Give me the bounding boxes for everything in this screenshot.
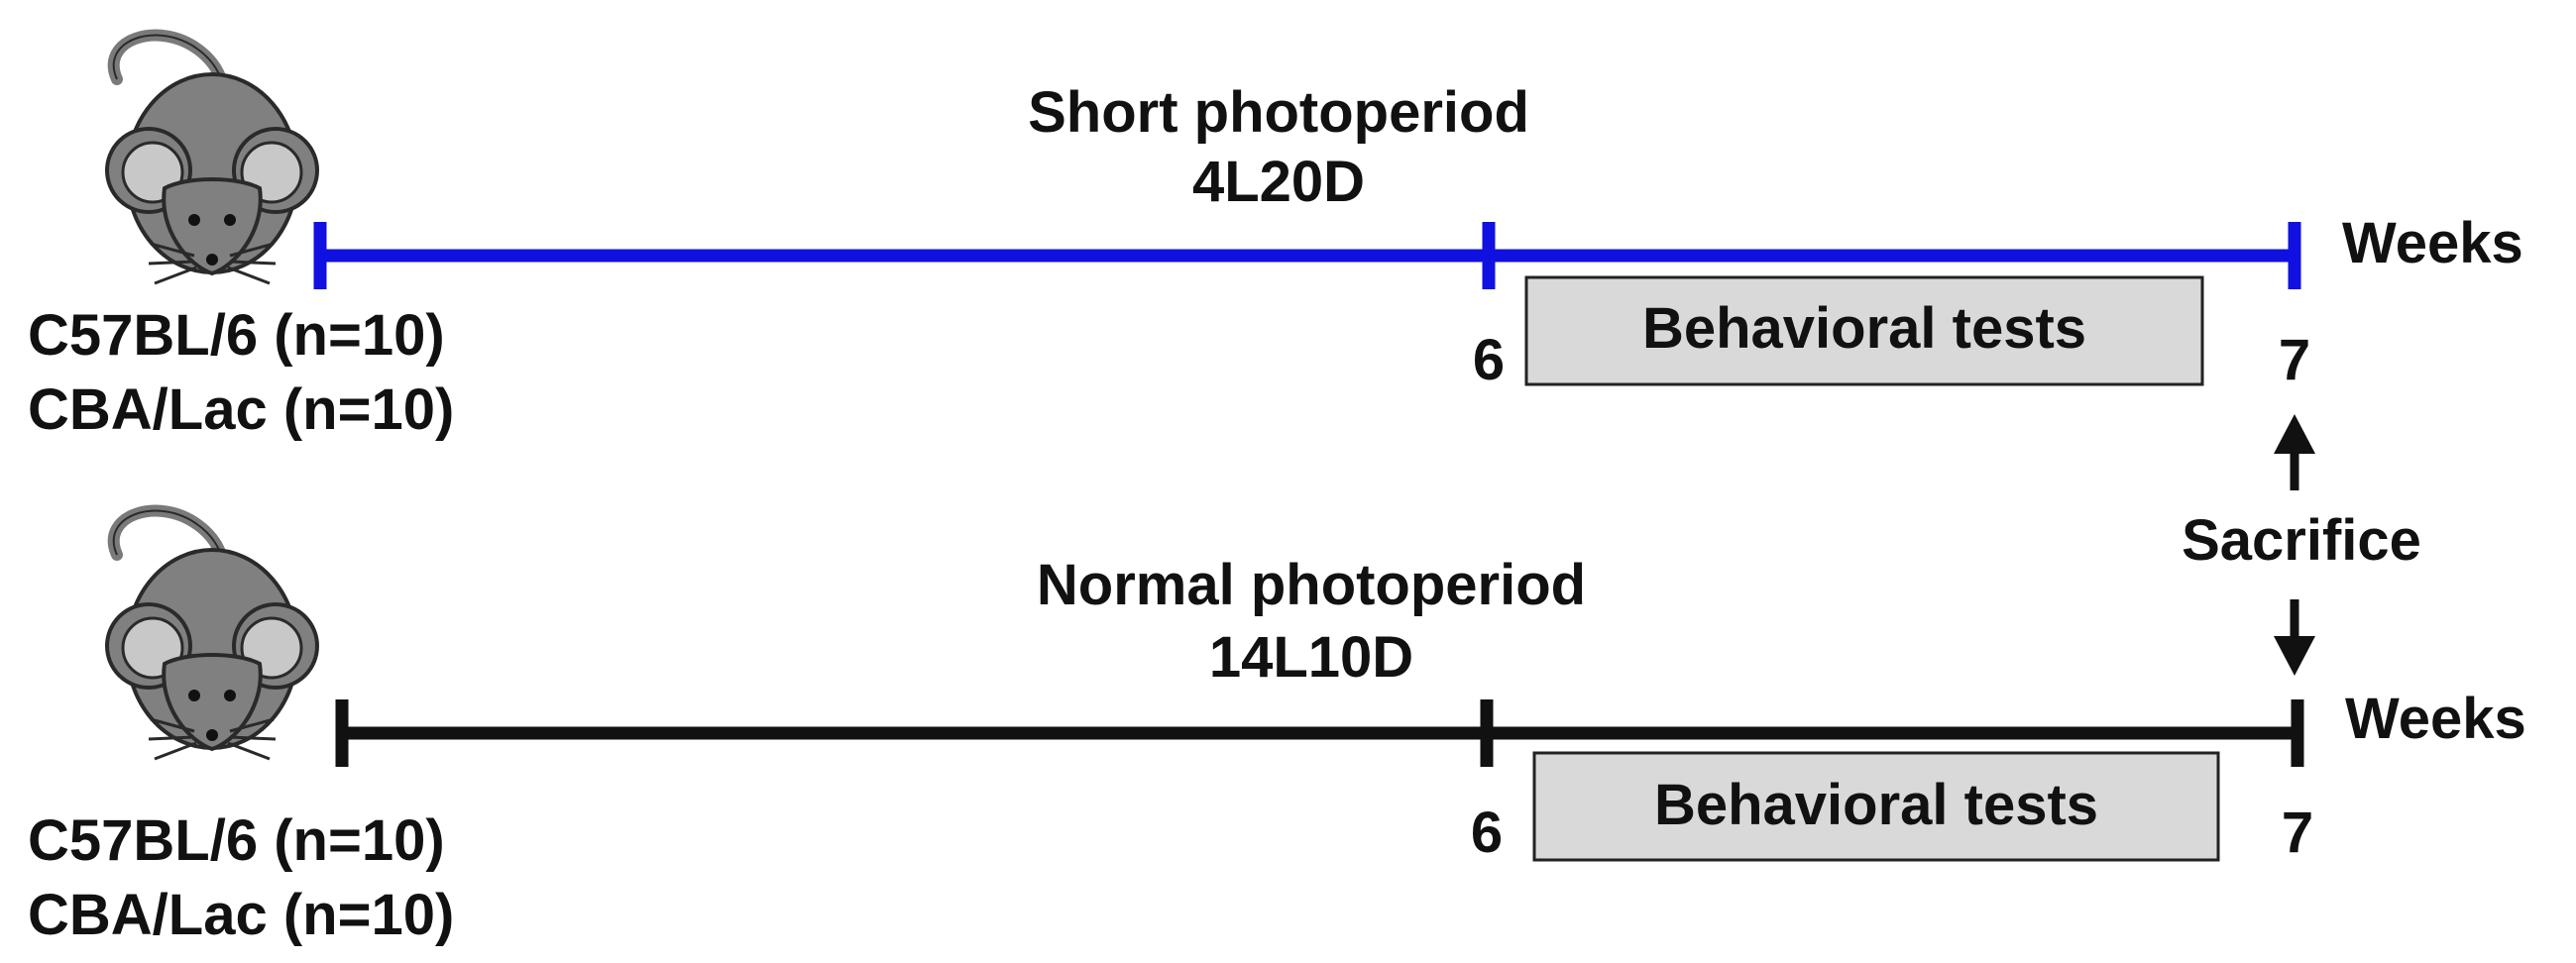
normal-behavioral-tests-box	[1532, 751, 2220, 862]
sacrifice-arrow-down	[2274, 599, 2315, 676]
short-title: Short photoperiod	[1028, 80, 1529, 145]
sacrifice-label: Sacrifice	[2182, 508, 2421, 573]
normal-schedule: 14L10D	[1209, 625, 1413, 690]
short-tick-7-label: 7	[2279, 328, 2310, 392]
short-behavioral-tests-box	[1524, 275, 2204, 386]
short-tick-6-label: 6	[1473, 328, 1505, 392]
normal-tick-6-label: 6	[1471, 801, 1503, 865]
short-strain-1: C57BL/6 (n=10)	[28, 303, 445, 368]
normal-strain-1: C57BL/6 (n=10)	[28, 808, 445, 873]
mouse-icon-short	[107, 36, 317, 283]
short-timeline	[313, 222, 2301, 289]
short-behavioral-tests-label: Behavioral tests	[1642, 296, 2086, 361]
normal-timeline	[335, 699, 2304, 767]
normal-behavioral-tests-label: Behavioral tests	[1654, 773, 2098, 837]
normal-strain-2: CBA/Lac (n=10)	[28, 883, 454, 947]
normal-title: Normal photoperiod	[1037, 553, 1586, 617]
short-schedule: 4L20D	[1192, 150, 1365, 214]
mouse-icon-normal	[107, 511, 317, 759]
sacrifice-arrow-up	[2274, 414, 2315, 490]
normal-tick-7-label: 7	[2282, 801, 2313, 865]
normal-weeks-label: Weeks	[2345, 687, 2526, 751]
short-strain-2: CBA/Lac (n=10)	[28, 377, 454, 442]
short-weeks-label: Weeks	[2342, 211, 2523, 275]
